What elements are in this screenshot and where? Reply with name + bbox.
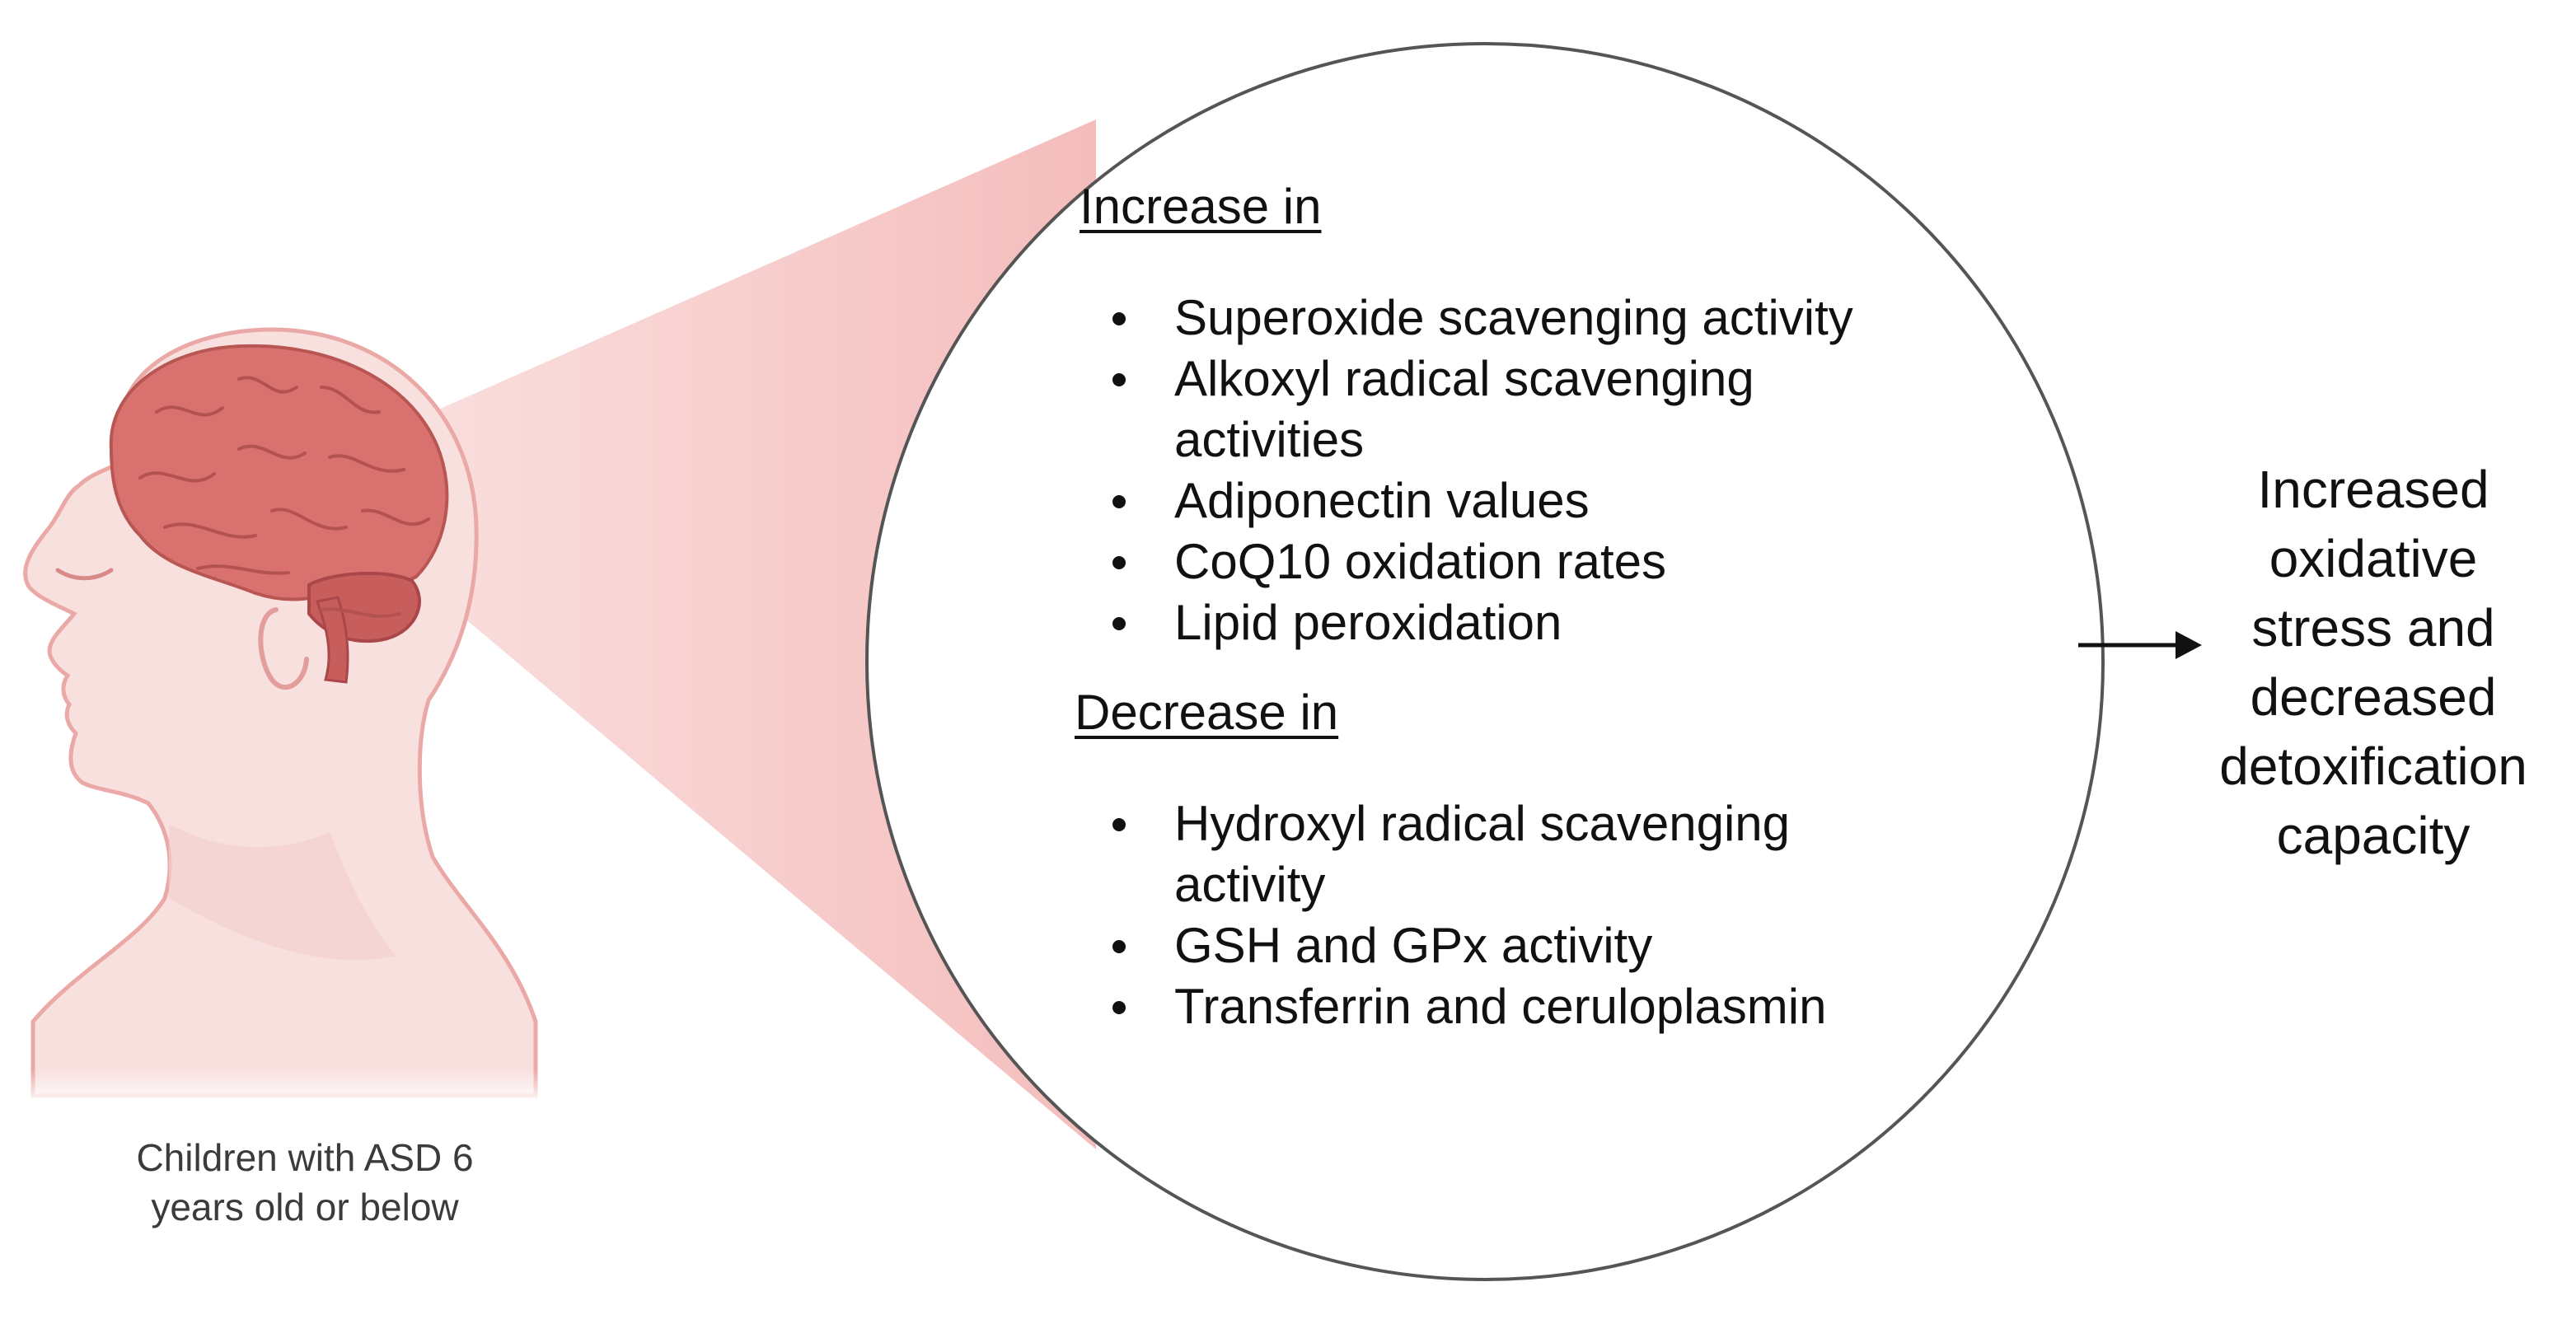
increase-item-lipid: Lipid peroxidation (1063, 592, 1986, 653)
human-head-brain-icon (0, 327, 577, 1104)
increase-item-alkoxyl-line-1: Alkoxyl radical scavenging (1174, 351, 1754, 406)
increase-item-superoxide: Superoxide scavenging activity (1063, 288, 1986, 349)
body-fade (0, 947, 577, 1104)
conclusion-line-3: stress and (2251, 598, 2495, 657)
conclusion-line-1: Increased (2257, 460, 2489, 519)
brain-stem (316, 596, 349, 684)
increase-item-alkoxyl-line-2: activities (1174, 412, 1365, 467)
circle-content: Increase in Superoxide scavenging activi… (1063, 177, 1986, 1037)
closed-eye (55, 568, 114, 581)
increase-item-alkoxyl: Alkoxyl radical scavenging activities (1063, 349, 1986, 470)
increase-item-adiponectin: Adiponectin values (1063, 470, 1986, 531)
increase-heading: Increase in (1080, 179, 1322, 234)
conclusion-text: Increased oxidative stress and decreased… (2167, 455, 2576, 870)
decrease-list: Hydroxyl radical scavenging activity GSH … (1063, 793, 1986, 1037)
brain-folds (138, 376, 430, 618)
right-arrow-icon (2078, 631, 2202, 659)
conclusion-line-2: oxidative (2269, 529, 2478, 588)
decrease-heading: Decrease in (1075, 685, 1339, 740)
decrease-item-hydroxyl-line-2: activity (1174, 857, 1326, 912)
caption-line-1: Children with ASD 6 (136, 1136, 474, 1179)
decrease-item-hydroxyl: Hydroxyl radical scavenging activity (1063, 793, 1986, 915)
neck-shade (169, 824, 396, 961)
increase-item-coq10: CoQ10 oxidation rates (1063, 531, 1986, 592)
conclusion-line-5: detoxification (2219, 737, 2527, 796)
increase-list: Superoxide scavenging activity Alkoxyl r… (1063, 288, 1986, 653)
conclusion-line-6: capacity (2276, 806, 2471, 865)
conclusion-line-4: decreased (2250, 667, 2497, 727)
decrease-item-gsh: GSH and GPx activity (1063, 915, 1986, 976)
detail-circle (865, 42, 2105, 1281)
caption-line-2: years old or below (151, 1186, 459, 1228)
decrease-item-transferrin: Transferrin and ceruloplasmin (1063, 976, 1986, 1037)
head-caption: Children with ASD 6 years old or below (58, 1133, 552, 1232)
ear (258, 607, 309, 690)
decrease-item-hydroxyl-line-1: Hydroxyl radical scavenging (1174, 796, 1791, 851)
